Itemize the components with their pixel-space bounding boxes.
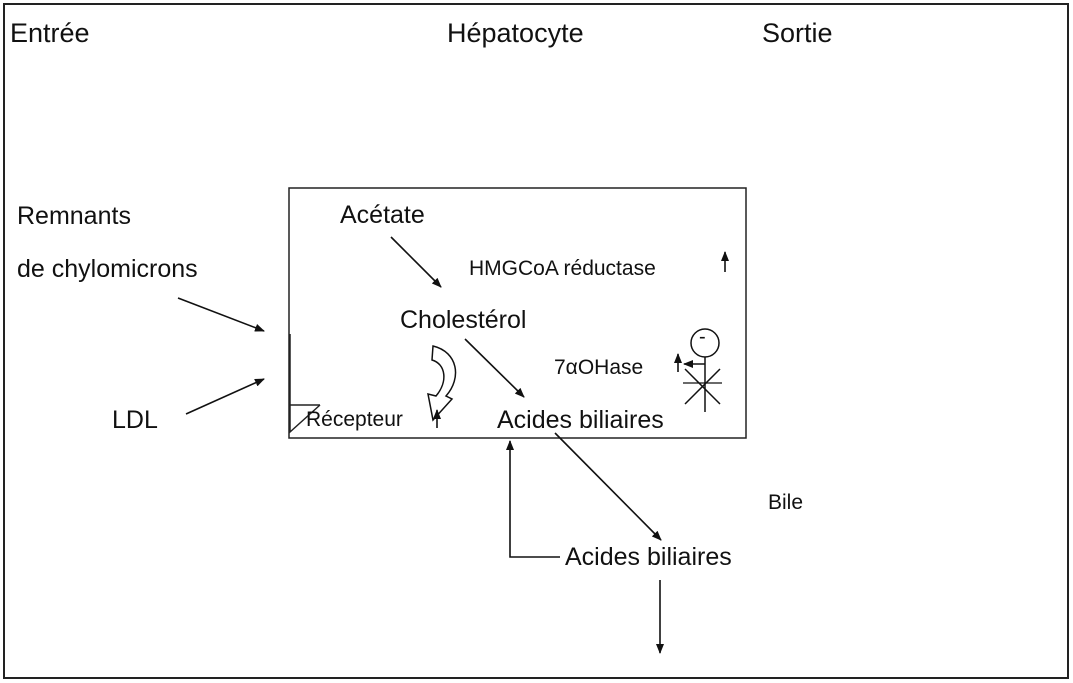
- header-entree: Entrée: [10, 18, 90, 48]
- label-hmgcoa-reductase: HMGCoA réductase: [469, 257, 656, 280]
- header-hepatocyte: Hépatocyte: [447, 18, 584, 48]
- label-ldl: LDL: [112, 406, 158, 434]
- diagram-frame: [3, 3, 1069, 679]
- label-acides-biliaires-outside: Acides biliaires: [565, 543, 732, 571]
- receptor-shape: [289, 334, 321, 434]
- arrow-acetate-to-cholesterol: [390, 236, 442, 288]
- label-cholesterol: Cholestérol: [400, 306, 527, 334]
- cross-line-2: [684, 368, 721, 405]
- label-acetate: Acétate: [340, 201, 425, 229]
- label-acides-biliaires-cell: Acides biliaires: [497, 406, 664, 434]
- header-sortie: Sortie: [762, 18, 833, 48]
- arrow-remnants-to-cell: [177, 297, 265, 332]
- arrow-ldl-to-cell: [185, 378, 265, 415]
- arrow-cholesterol-to-bile-acids: [464, 338, 525, 398]
- label-7aohase: 7αOHase: [554, 356, 644, 379]
- inhibition-sign: -: [699, 326, 706, 348]
- label-recepteur: Récepteur: [306, 408, 403, 431]
- arrow-bile-acids-out: [554, 432, 662, 541]
- label-remnants-line2: de chylomicrons: [17, 255, 198, 283]
- label-remnants-line1: Remnants: [17, 202, 131, 230]
- curved-feedback-arrow: [427, 345, 457, 422]
- hepatocyte-box: [288, 187, 747, 439]
- arrow-recirculation: [506, 440, 560, 558]
- label-bile: Bile: [768, 491, 804, 514]
